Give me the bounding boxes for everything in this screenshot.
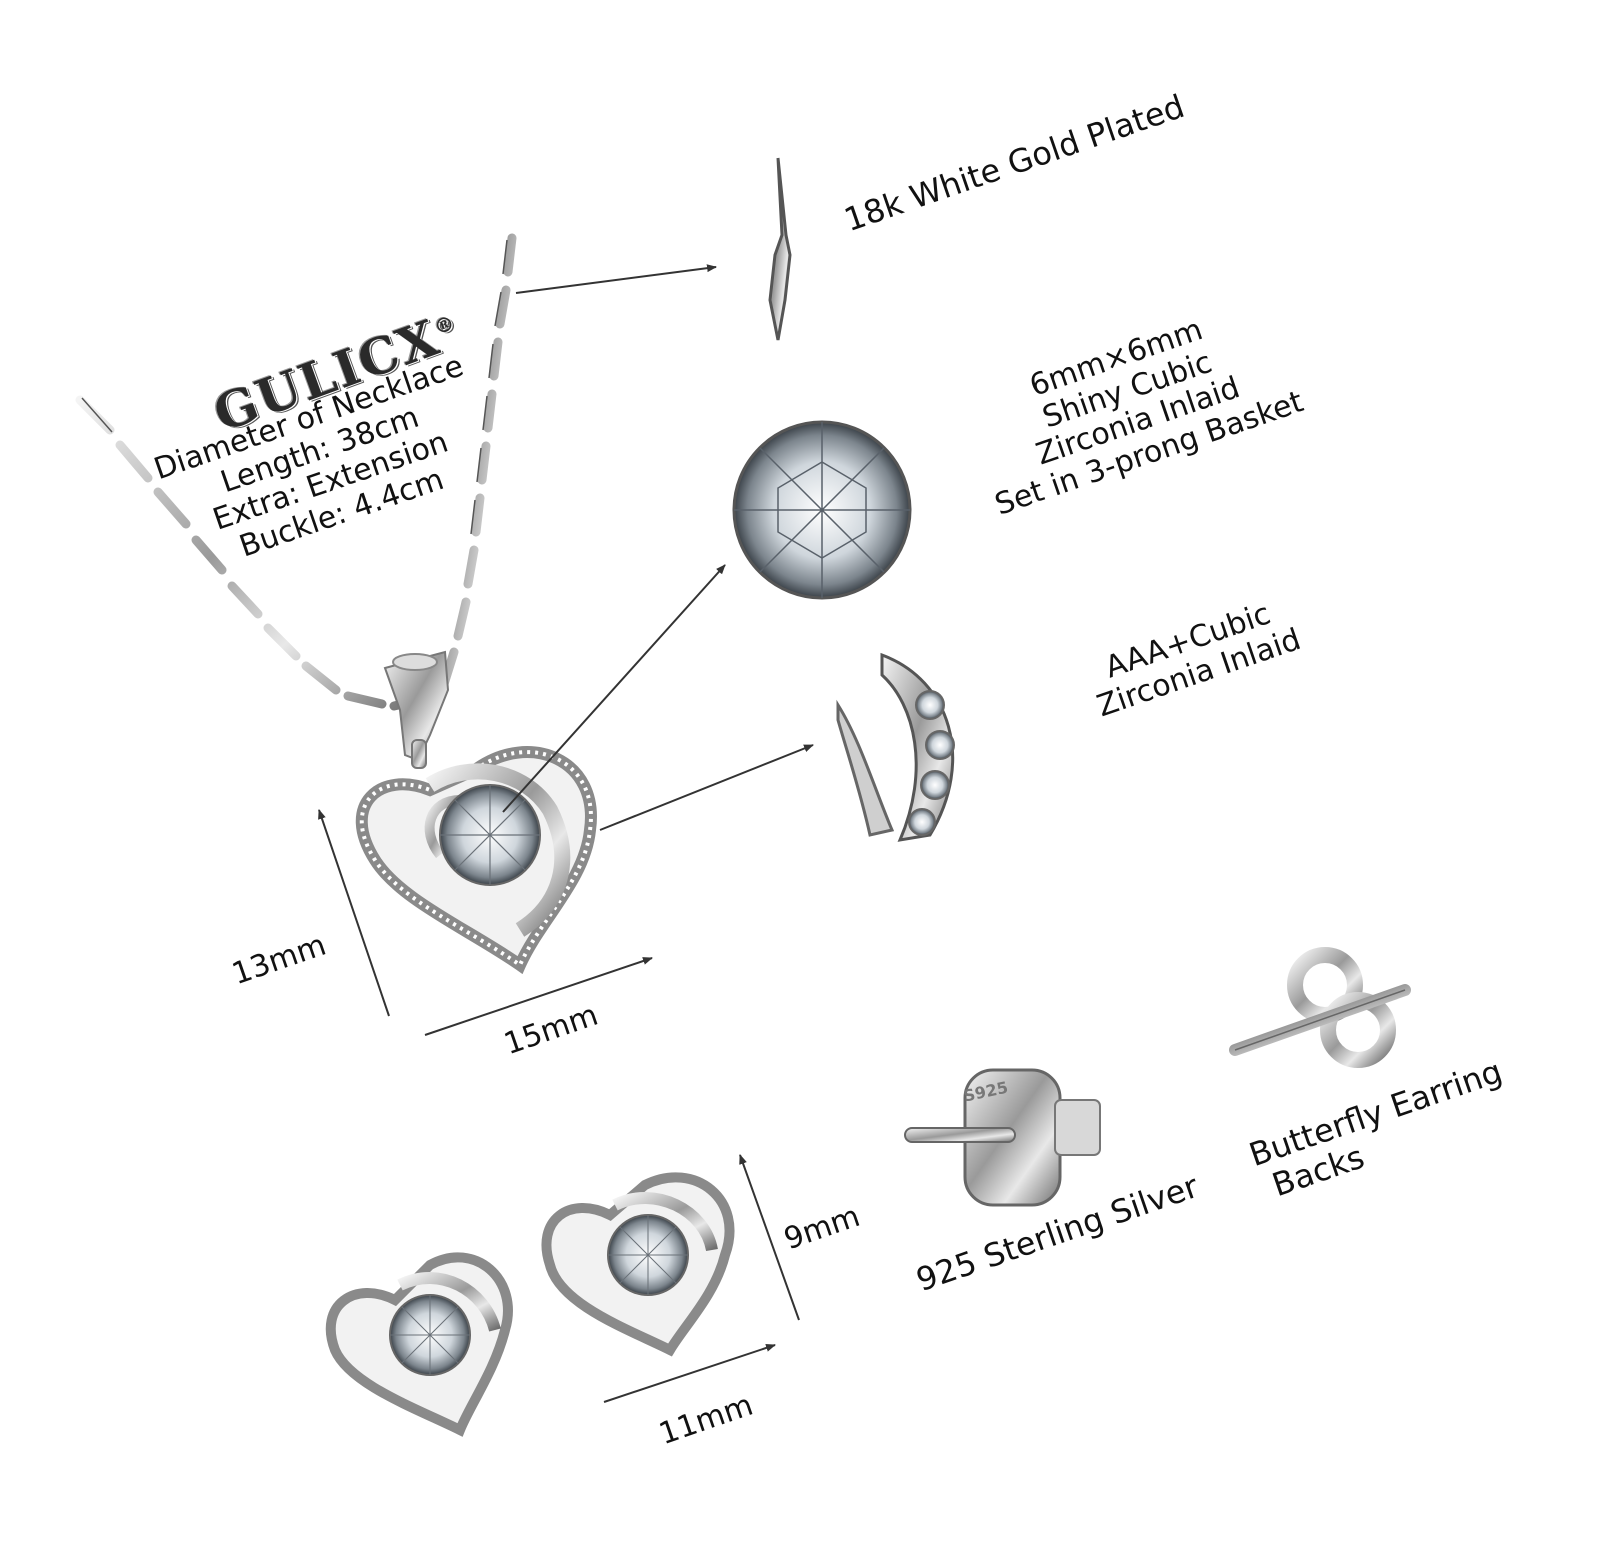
heart-pendant [355, 746, 597, 975]
butterfly-back [1229, 947, 1411, 1068]
gemstone-closeup [732, 420, 912, 600]
heart-earring-right [541, 1172, 735, 1357]
pave-setting-closeup [836, 652, 955, 842]
pendant-bail [383, 650, 450, 769]
heart-earring-left [325, 1252, 513, 1437]
chain-links-detail [81, 239, 508, 535]
pointer-lines [502, 264, 814, 831]
earring-post-back [904, 1068, 1101, 1207]
chain-link-closeup [768, 157, 792, 341]
necklace-chain [75, 233, 517, 711]
dimension-lines [318, 809, 800, 1403]
